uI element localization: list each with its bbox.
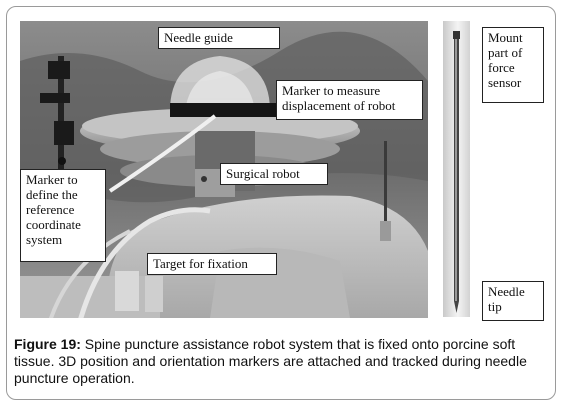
label-marker-robot: Marker to measure displacement of robot bbox=[276, 80, 423, 120]
label-surgical-robot-text: Surgical robot bbox=[226, 166, 300, 181]
robot-photo bbox=[20, 21, 428, 318]
label-marker-reference: Marker to define the reference coordinat… bbox=[20, 169, 106, 262]
label-surgical-robot: Surgical robot bbox=[220, 163, 328, 185]
label-needle-guide: Needle guide bbox=[158, 27, 280, 49]
label-force-sensor-mount-line2: part of bbox=[488, 45, 523, 60]
label-needle-tip-line1: Needle bbox=[488, 284, 525, 299]
robot-photo-drawing bbox=[20, 21, 428, 318]
figure-caption-text: Spine puncture assistance robot system t… bbox=[14, 336, 527, 386]
label-marker-reference-line5: system bbox=[26, 232, 63, 247]
label-needle-tip-line2: tip bbox=[488, 299, 502, 314]
label-force-sensor-mount-line1: Mount bbox=[488, 30, 523, 45]
label-force-sensor-mount-line4: sensor bbox=[488, 75, 522, 90]
label-force-sensor-mount-line3: force bbox=[488, 60, 515, 75]
needle-photo bbox=[443, 21, 470, 317]
label-marker-reference-line1: Marker to bbox=[26, 172, 78, 187]
needle-photo-drawing bbox=[453, 31, 460, 313]
label-needle-tip: Needle tip bbox=[482, 281, 544, 321]
figure-caption-label: Figure 19: bbox=[14, 336, 81, 352]
label-marker-robot-line1: Marker to measure bbox=[282, 83, 381, 98]
label-force-sensor-mount: Mount part of force sensor bbox=[482, 27, 544, 103]
label-marker-reference-line2: define the bbox=[26, 187, 78, 202]
label-target-fixation: Target for fixation bbox=[147, 253, 277, 275]
label-marker-reference-line4: coordinate bbox=[26, 217, 81, 232]
label-marker-robot-line2: displacement of robot bbox=[282, 98, 396, 113]
label-marker-reference-line3: reference bbox=[26, 202, 75, 217]
figure-caption: Figure 19: Spine puncture assistance rob… bbox=[14, 336, 554, 387]
label-target-fixation-text: Target for fixation bbox=[153, 256, 248, 271]
label-needle-guide-text: Needle guide bbox=[164, 30, 233, 45]
